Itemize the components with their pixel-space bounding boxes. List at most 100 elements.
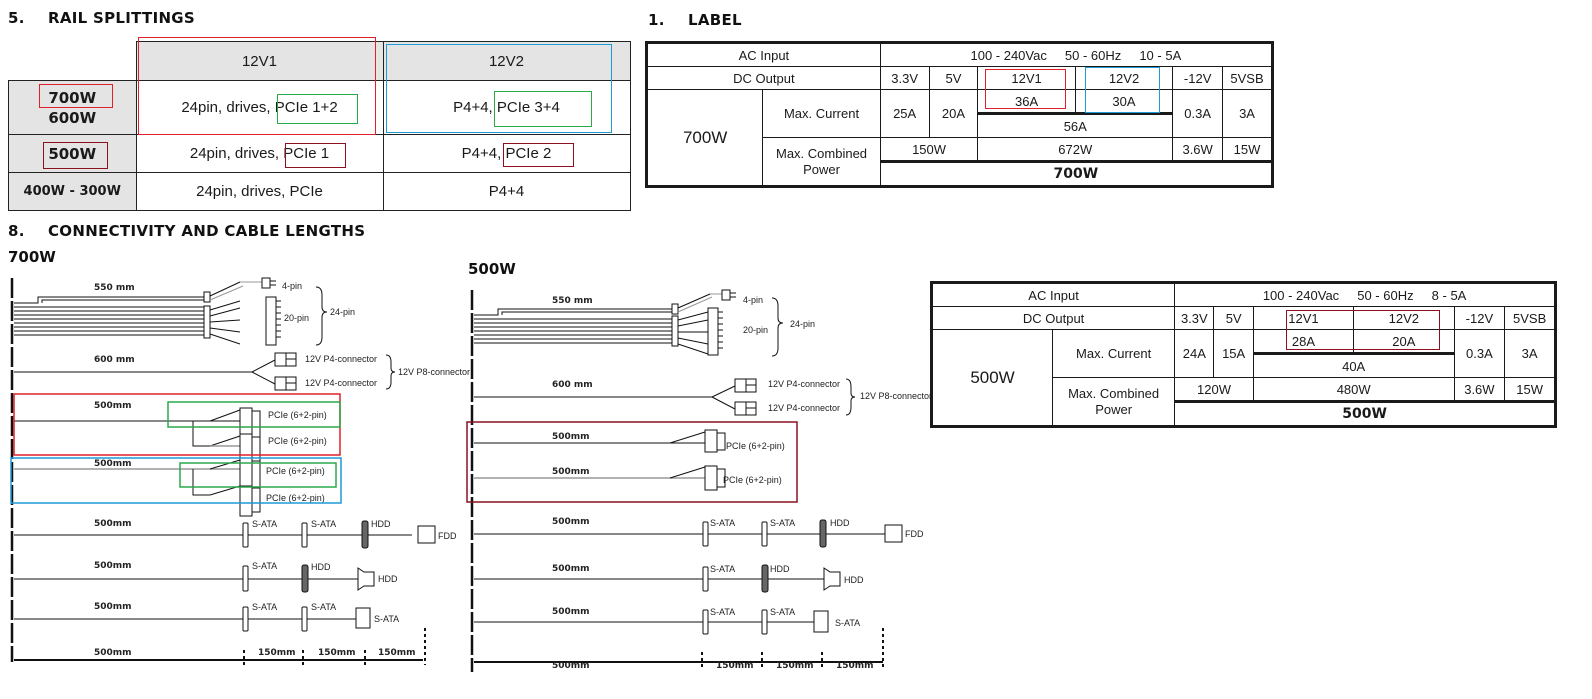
rail-12v2: 12V2 [1074,66,1174,90]
bracket [315,286,328,346]
sata-connector [761,609,768,635]
pcie-cable-1 [14,407,261,469]
cell-12v1: 24pin, drives, PCIe [135,172,384,211]
power-3v3-5v: 120W [1174,377,1254,402]
power-12v: 672W [977,137,1174,162]
power-12v: 480W [1252,377,1455,402]
sata-label: S-ATA [710,564,735,574]
sata-connector [702,566,709,592]
molex-connector [301,564,309,593]
power-neg12v: 3.6W [1453,377,1506,402]
cell-text: P4+4, [453,99,493,116]
sata-connector [702,521,709,547]
sata-label: S-ATA [835,618,860,628]
pcie-label: PCIe 3+4 [496,99,560,116]
cable-length: 500mm [94,602,132,612]
p4-label-a: 12V P4-connector [768,379,840,389]
p8-label: 12V P8-connector [860,391,930,401]
rail-5vsb: 5VSB [1222,66,1273,90]
eps-cable [474,378,856,416]
pin24-label: 24-pin [330,307,355,317]
pcie-highlight-box [167,401,341,428]
hdd-label: HDD [844,575,864,585]
power-5vsb: 15W [1504,377,1556,402]
bracket [845,378,856,416]
current-3v3: 25A [879,89,930,138]
fdd-label: FDD [905,529,924,539]
current-12v2: 20A [1353,329,1455,354]
cable-length: 500mm [552,564,590,574]
hdd-label: HDD [311,562,331,572]
dc-output-label: DC Output [646,66,881,90]
pcie-highlight-box [179,462,337,488]
eps-cable [14,352,396,391]
pcie-cable-1 [474,429,726,453]
sata-connector [702,609,709,635]
sata-connector [301,522,308,548]
total-power-row: 700W [647,160,1274,187]
max-current-combined-row: 56A [647,112,1273,138]
current-12v-combined: 40A [1252,352,1455,378]
pcie-label: PCIe (6+2-pin) [723,475,782,485]
scale-label: 500mm [552,661,590,671]
cable-length: 500mm [94,561,132,571]
eps-length: 600 mm [94,355,135,365]
rail-5v: 5V [1213,306,1254,330]
sata-label: S-ATA [710,607,735,617]
rail-3v3: 3.3V [879,66,930,90]
atx-length: 550 mm [94,283,135,293]
rail-splittings-table: 12V1 12V2 700W 600W 24pin, drives, PCIe … [8,41,631,211]
cable-length: 500mm [552,517,590,527]
rail2-highlight-box [10,457,342,504]
hdd-label: HDD [770,564,790,574]
pcie-length: 500mm [552,432,590,442]
scale-label: 150mm [318,648,356,658]
molex-connector [819,519,827,548]
wattage-700w: 700W [48,88,97,107]
rail-3v3: 3.3V [1174,306,1215,330]
total-power: 700W [879,160,1274,187]
current-neg12v: 0.3A [1453,329,1506,378]
column-header-12v2: 12V2 [382,41,631,81]
sata-connector [301,606,308,632]
p8-label: 12V P8-connector [398,367,470,377]
table-row: 400W - 300W 24pin, drives, PCIe P4+4 [8,172,631,211]
sata-label: S-ATA [770,607,795,617]
cable-diagram-500w: 550 mm 4-pin 20-pin 24-pin 600 mm 12V P4… [466,289,930,672]
current-neg12v: 0.3A [1172,89,1224,138]
peripheral-cable-1 [474,519,903,548]
sata-label: S-ATA [311,602,336,612]
section-number: 1. [648,11,665,29]
sata-label: S-ATA [252,519,277,529]
wattage-600w: 600W [48,108,97,127]
sata-end-connector [355,607,371,629]
row-header-400w-300w: 400W - 300W [8,172,137,211]
p4-label-b: 12V P4-connector [305,378,377,388]
hdd-label: HDD [371,519,391,529]
connectivity-heading: 8.CONNECTIVITY AND CABLE LENGTHS [8,222,365,240]
bracket [385,354,396,390]
rail-splittings-heading: 5.RAIL SPLITTINGS [8,9,195,27]
sata-connector [242,522,249,548]
peripheral-cable-1 [14,520,436,549]
pcie-label: PCIe (6+2-pin) [268,436,327,446]
atx-cable [474,289,784,357]
atx-length: 550 mm [552,296,593,306]
current-12v2: 30A [1074,89,1174,114]
rail-5vsb: 5VSB [1504,306,1556,330]
max-current-label: Max. Current [1052,329,1176,378]
pin20-label: 20-pin [284,313,309,323]
cable-length: 500mm [94,519,132,529]
peripheral-cable-2 [14,564,375,593]
length-scale [14,628,426,665]
sata-label: S-ATA [710,518,735,528]
peripheral-cable-3 [474,609,829,635]
fdd-connector [417,525,436,544]
label-heading: 1.LABEL [648,11,742,29]
pin4-label: 4-pin [743,295,763,305]
current-5v: 15A [1213,329,1254,378]
pin4-label: 4-pin [282,281,302,291]
section-title: CONNECTIVITY AND CABLE LENGTHS [48,222,366,240]
pcie-label: PCIe 1 [283,145,330,162]
power-neg12v: 3.6W [1172,137,1224,162]
